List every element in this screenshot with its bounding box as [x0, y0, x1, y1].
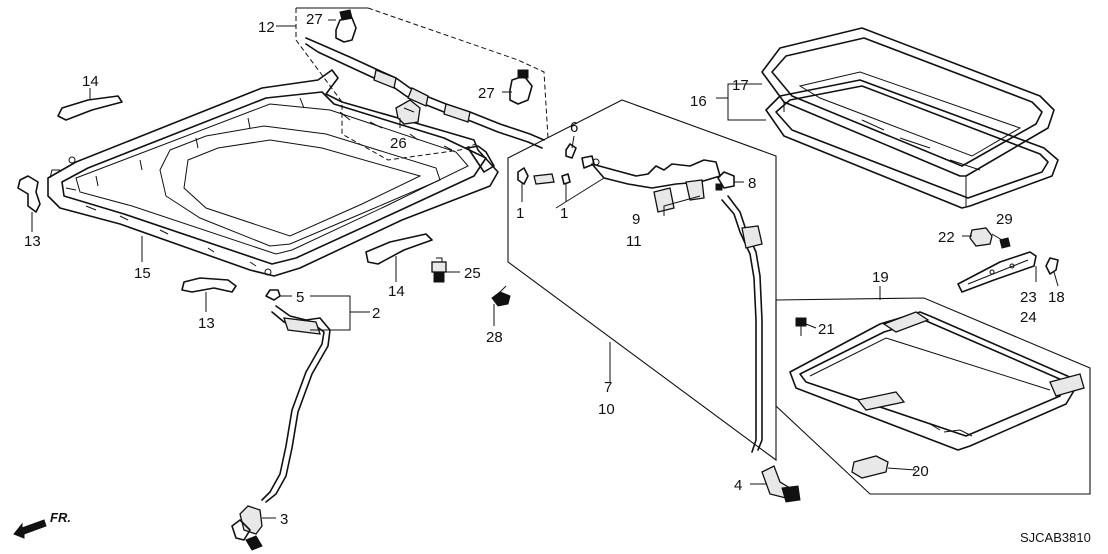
clip-6	[565, 143, 577, 159]
callout-25: 25	[464, 265, 481, 282]
callout-7: 7	[604, 379, 612, 396]
callout-22: 22	[938, 229, 955, 246]
callout-12: 12	[258, 19, 275, 36]
callout-9: 9	[632, 211, 640, 228]
sunroof-frame	[47, 69, 499, 277]
callout-2: 2	[372, 305, 380, 322]
clip-27-upper	[335, 9, 357, 43]
callout-27-lower: 27	[478, 85, 495, 102]
clip-18	[1045, 257, 1059, 275]
direction-label: FR.	[50, 510, 71, 525]
drain-elbow-4	[761, 465, 801, 503]
callout-17: 17	[732, 77, 749, 94]
slider-bracket-23-24	[957, 251, 1037, 293]
drain-hose-elbow-lower	[181, 277, 237, 293]
screw-21	[795, 317, 807, 336]
cushion-22	[969, 227, 993, 247]
callout-21: 21	[818, 321, 835, 338]
callout-14-upper: 14	[82, 73, 99, 90]
callout-16: 16	[690, 93, 707, 110]
grommet-9a	[653, 187, 675, 213]
callout-labels: 12 27 27 26 14 13 15 13 14 25 28 5 2 3 4…	[24, 11, 1091, 545]
rear-drain-tube	[721, 195, 763, 453]
drain-hose-elbow-left	[17, 175, 41, 213]
upper-drain-tube	[305, 37, 545, 149]
seal-strip-upper	[57, 95, 123, 121]
callout-13-left: 13	[24, 233, 41, 250]
callout-13-lower: 13	[198, 315, 215, 332]
callout-28: 28	[486, 329, 503, 346]
sunshade-panel	[789, 311, 1085, 451]
callout-1-left: 1	[516, 205, 524, 222]
grommet-9b	[685, 179, 705, 201]
front-drain-tube	[261, 305, 331, 503]
group-19-outline	[775, 297, 1091, 495]
hose-assembly-9-11	[555, 155, 721, 209]
callout-20: 20	[912, 463, 929, 480]
group-12-outline	[295, 7, 549, 161]
callout-4: 4	[734, 477, 742, 494]
clip-1b	[561, 173, 571, 185]
clip-28	[491, 285, 511, 307]
clamp-8	[715, 171, 735, 191]
callout-6: 6	[570, 119, 578, 136]
bracket-26	[395, 99, 421, 125]
callout-14-lower: 14	[388, 283, 405, 300]
callout-15: 15	[134, 265, 151, 282]
callout-23: 23	[1020, 289, 1037, 306]
leader-lines	[31, 19, 1059, 519]
hose-sleeve-1a	[533, 173, 555, 185]
callout-29: 29	[996, 211, 1013, 228]
drain-valve-3	[231, 505, 263, 551]
clip-27-lower	[509, 69, 533, 105]
seal-strip-lower	[365, 233, 433, 265]
callout-1-right: 1	[560, 205, 568, 222]
callout-10: 10	[598, 401, 615, 418]
clip-1a	[517, 167, 529, 185]
hose-clamp-5	[265, 289, 281, 301]
bolt-25	[431, 257, 447, 283]
diagram-code: SJCAB3810	[1020, 530, 1091, 545]
glass-panel-assembly	[761, 27, 1059, 209]
callout-18: 18	[1048, 289, 1065, 306]
callout-24: 24	[1020, 309, 1037, 326]
callout-27-upper: 27	[306, 11, 323, 28]
callout-5: 5	[296, 289, 304, 306]
callout-19: 19	[872, 269, 889, 286]
callout-26: 26	[390, 135, 407, 152]
callout-8: 8	[748, 175, 756, 192]
screw-29	[999, 237, 1011, 249]
front-direction-arrow	[13, 519, 47, 539]
cover-20	[851, 455, 889, 479]
callout-3: 3	[280, 511, 288, 528]
callout-11: 11	[626, 233, 642, 250]
group-7-10-outline	[507, 99, 777, 462]
